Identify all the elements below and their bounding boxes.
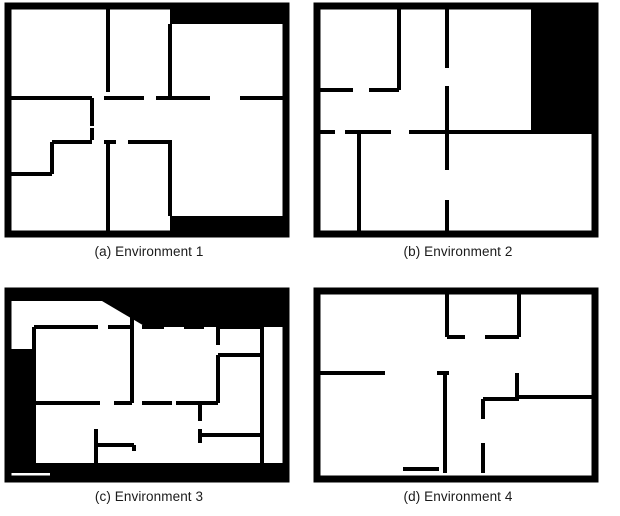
floorplan-environment-2	[313, 2, 603, 240]
floorplan-svg-environment-3	[4, 287, 290, 483]
caption-environment-4: (d) Environment 4	[403, 489, 513, 504]
filled-region	[170, 6, 286, 24]
filled-region	[8, 349, 34, 473]
caption-environment-1: (a) Environment 1	[94, 244, 204, 259]
panel-environment-2: (b) Environment 2	[313, 2, 603, 259]
panel-environment-1: (a) Environment 1	[4, 2, 294, 259]
floorplan-environment-1	[4, 2, 294, 240]
filled-region	[531, 6, 595, 132]
floorplan-svg-environment-4	[313, 287, 599, 483]
filled-region-polygon	[8, 463, 286, 477]
floorplan-svg-environment-1	[4, 2, 290, 238]
panel-environment-4: (d) Environment 4	[313, 287, 603, 504]
floorplan-svg-environment-2	[313, 2, 599, 238]
caption-environment-3: (c) Environment 3	[94, 489, 204, 504]
panel-environment-3: (c) Environment 3	[4, 287, 294, 504]
filled-region	[170, 216, 286, 234]
outer-boundary-wall	[313, 287, 599, 483]
outer-boundary-wall	[4, 2, 290, 238]
floorplan-environment-3	[4, 287, 294, 485]
floorplan-environment-4	[313, 287, 603, 485]
caption-environment-2: (b) Environment 2	[403, 244, 513, 259]
